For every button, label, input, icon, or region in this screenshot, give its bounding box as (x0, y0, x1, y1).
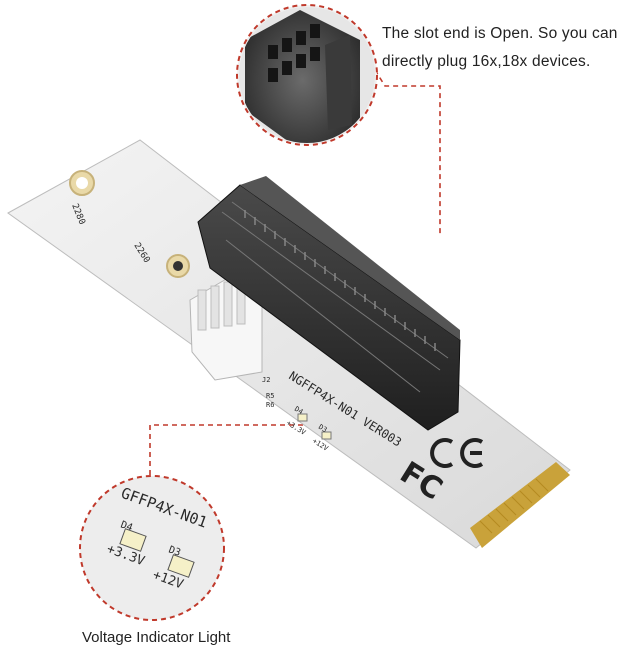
silk-d3: D3 (317, 423, 328, 434)
zoom-led-12v (167, 554, 195, 578)
zoom-led-3v3 (119, 528, 147, 552)
ce-mark-icon (430, 438, 484, 468)
callout-line-bottom (149, 424, 312, 478)
slot-callout-text: The slot end is Open. So you can directl… (382, 20, 618, 76)
power-connector (189, 269, 263, 381)
pcie-x4-slot (197, 176, 461, 431)
led-12v (321, 431, 332, 440)
zoom-circle-voltage-leds: GFFP4X-N01 D4 +3.3V D3 +12V (79, 475, 225, 621)
silk-j2: J2 (262, 376, 270, 384)
silk-d4: D4 (293, 405, 304, 416)
silk-r5: R5 (266, 392, 274, 400)
zoom-circle-slot-end (236, 4, 378, 146)
slot-callout-line-1: The slot end is Open. So you can (382, 25, 618, 42)
callout-line-top (374, 69, 441, 235)
led-3v3 (297, 413, 308, 422)
voltage-callout-text: Voltage Indicator Light (82, 629, 231, 646)
adapter-board: 2280 2260 (7, 139, 571, 549)
slot-callout-line-2: directly plug 16x,18x devices. (382, 53, 591, 70)
zoom-silk-d3: D3 (167, 544, 182, 558)
silk-r6: R6 (266, 401, 274, 409)
